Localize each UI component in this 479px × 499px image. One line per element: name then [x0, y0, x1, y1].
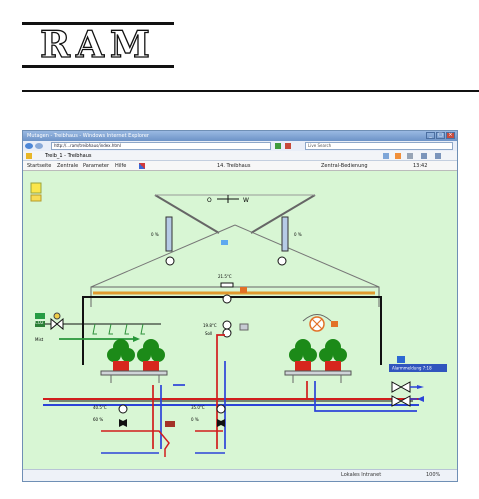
right-valve-lower-icon[interactable] [391, 395, 411, 407]
mid-display-icon[interactable] [239, 323, 249, 331]
mid-sensor-label-2: Soll [205, 331, 212, 336]
co2-source-icon[interactable] [35, 321, 45, 327]
maximize-button[interactable]: □ [436, 132, 445, 139]
boiler-status-icon[interactable] [165, 421, 175, 427]
greenhouse-diagram: O W 0 % 0 % 21.5°C 19.8°C Soll [30, 182, 447, 457]
plant-1 [107, 339, 135, 371]
vent-right-motor-icon[interactable] [277, 256, 287, 266]
print-icon[interactable] [407, 153, 413, 159]
left-valve-label-1: 40.5°C [93, 405, 107, 410]
window-title: Mutagen - Treibhaus - Windows Internet E… [27, 133, 149, 139]
window-titlebar: Mutagen - Treibhaus - Windows Internet E… [23, 131, 457, 141]
page-menu-icon[interactable] [421, 153, 427, 159]
greenhouse-panel: O W 0 % 0 % 21.5°C 19.8°C Soll [23, 171, 457, 469]
co2-status-icon[interactable] [35, 313, 45, 319]
address-bar: http://...ram/treibhaus/index.html Live … [23, 141, 457, 151]
vent-left-value: 0 % [151, 232, 159, 237]
left-pipe-label: CO2 [35, 320, 44, 325]
ram-logo: RAM [22, 22, 174, 68]
plant-4 [319, 339, 347, 371]
zoom-level[interactable]: 100% [426, 472, 441, 478]
favorites-bar: Treib_1 - Treibhaus [23, 151, 457, 161]
right-valve-label-2: 0 % [191, 417, 199, 422]
app-toolbar: Startseite Zentrale Parameter Hilfe 14. … [23, 161, 457, 171]
legend-icon-1 [30, 182, 42, 194]
roof-sensor-icon[interactable] [221, 240, 228, 245]
label-close: W [243, 197, 249, 204]
co2-valve-icon[interactable] [53, 312, 61, 320]
plant-2 [137, 339, 165, 371]
mist-label: Mist [35, 337, 44, 342]
status-zone: Lokales Intranet [341, 472, 382, 478]
label-open: O [207, 197, 212, 204]
browser-window: Mutagen - Treibhaus - Windows Internet E… [22, 130, 458, 482]
right-valve-label-1: 35.0°C [191, 405, 205, 410]
close-button[interactable]: × [446, 132, 455, 139]
plant-3 [289, 339, 317, 371]
left-pump-icon[interactable] [118, 404, 128, 414]
toolbar-logo-icon [139, 163, 145, 169]
top-sensor-icon[interactable] [222, 294, 232, 304]
header-rule [22, 90, 479, 92]
alarm-label: Alarmmeldung 7:18 [392, 366, 432, 371]
minimize-button[interactable]: _ [426, 132, 435, 139]
right-valve-upper-icon[interactable] [391, 381, 411, 393]
top-sensor-label: 21.5°C [218, 274, 232, 279]
page-heading: 14. Treibhaus [217, 163, 251, 169]
back-icon[interactable] [25, 143, 33, 149]
menu-zentrale[interactable]: Zentrale [57, 163, 79, 169]
feeds-icon[interactable] [395, 153, 401, 159]
top-alarm-icon[interactable] [240, 287, 247, 293]
tools-menu-icon[interactable] [435, 153, 441, 159]
refresh-icon[interactable] [275, 143, 281, 149]
legend-icon-2 [30, 194, 42, 202]
favorites-star-icon[interactable] [26, 153, 32, 159]
home-icon[interactable] [383, 153, 389, 159]
alarm-message-button[interactable] [389, 364, 447, 372]
address-input[interactable]: http://...ram/treibhaus/index.html [51, 142, 271, 150]
lamp-status-icon[interactable] [331, 321, 338, 327]
status-bar: Lokales Intranet 100% [23, 469, 457, 481]
clock: 13:42 [413, 163, 428, 169]
right-pump-icon[interactable] [216, 404, 226, 414]
tab-label[interactable]: Treib_1 - Treibhaus [45, 153, 92, 159]
menu-parameter[interactable]: Parameter [83, 163, 110, 169]
mid-sensor-label-1: 19.8°C [203, 323, 217, 328]
forward-icon[interactable] [35, 143, 43, 149]
menu-hilfe[interactable]: Hilfe [115, 163, 127, 169]
left-valve-label-2: 60 % [93, 417, 103, 422]
menu-startseite[interactable]: Startseite [27, 163, 52, 169]
search-input[interactable]: Live Search [305, 142, 453, 150]
right-status: Zentral-Bedienung [321, 163, 368, 169]
mid-sensor-icon-1[interactable] [222, 320, 232, 330]
vent-right-value: 0 % [294, 232, 302, 237]
alarm-indicator-icon[interactable] [397, 356, 405, 363]
vent-left-motor-icon[interactable] [165, 256, 175, 266]
stop-icon[interactable] [285, 143, 291, 149]
